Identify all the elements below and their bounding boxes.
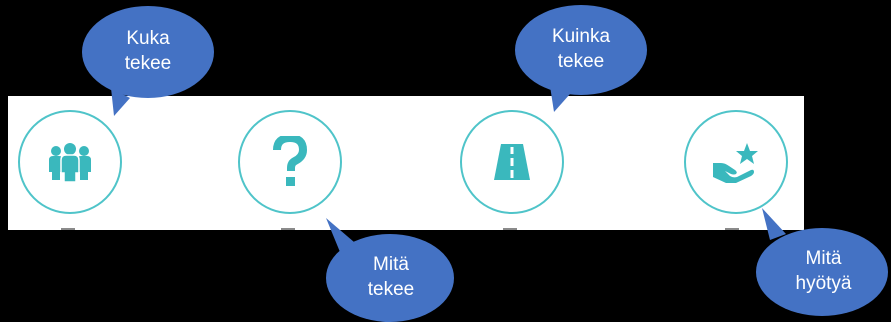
- road-icon: [494, 144, 530, 180]
- cut-label-2: [278, 225, 298, 231]
- bubble-text-line: Kuka: [126, 28, 170, 49]
- cut-label-4: [722, 225, 742, 231]
- bubble-text-line: Mitä: [805, 248, 842, 269]
- bubble-text-line: hyötyä: [795, 273, 852, 294]
- cut-label-1: [58, 225, 78, 231]
- bubble-mita-hyotya: Mitä hyötyä: [752, 208, 891, 318]
- bubble-kuka-tekee: Kuka tekee: [78, 4, 218, 116]
- hand-star-icon: [713, 143, 758, 183]
- bubble-text-line: tekee: [557, 51, 605, 72]
- white-band: [8, 96, 804, 230]
- circle-benefit: [684, 110, 788, 214]
- bubble-mita-tekee: Mitä tekee: [312, 218, 458, 322]
- cut-label-3: [500, 225, 520, 231]
- circle-what: [238, 110, 342, 214]
- bubble-text-line: tekee: [124, 53, 172, 74]
- people-group-icon: [49, 143, 91, 182]
- bubble-text-line: Mitä: [373, 254, 409, 275]
- bubble-text-line: Kuinka: [551, 26, 611, 47]
- circle-how: [460, 110, 564, 214]
- question-mark-icon: [273, 136, 308, 186]
- bubble-text-line: tekee: [367, 279, 415, 300]
- bubble-kuinka-tekee: Kuinka tekee: [508, 2, 654, 112]
- circle-who: [18, 110, 122, 214]
